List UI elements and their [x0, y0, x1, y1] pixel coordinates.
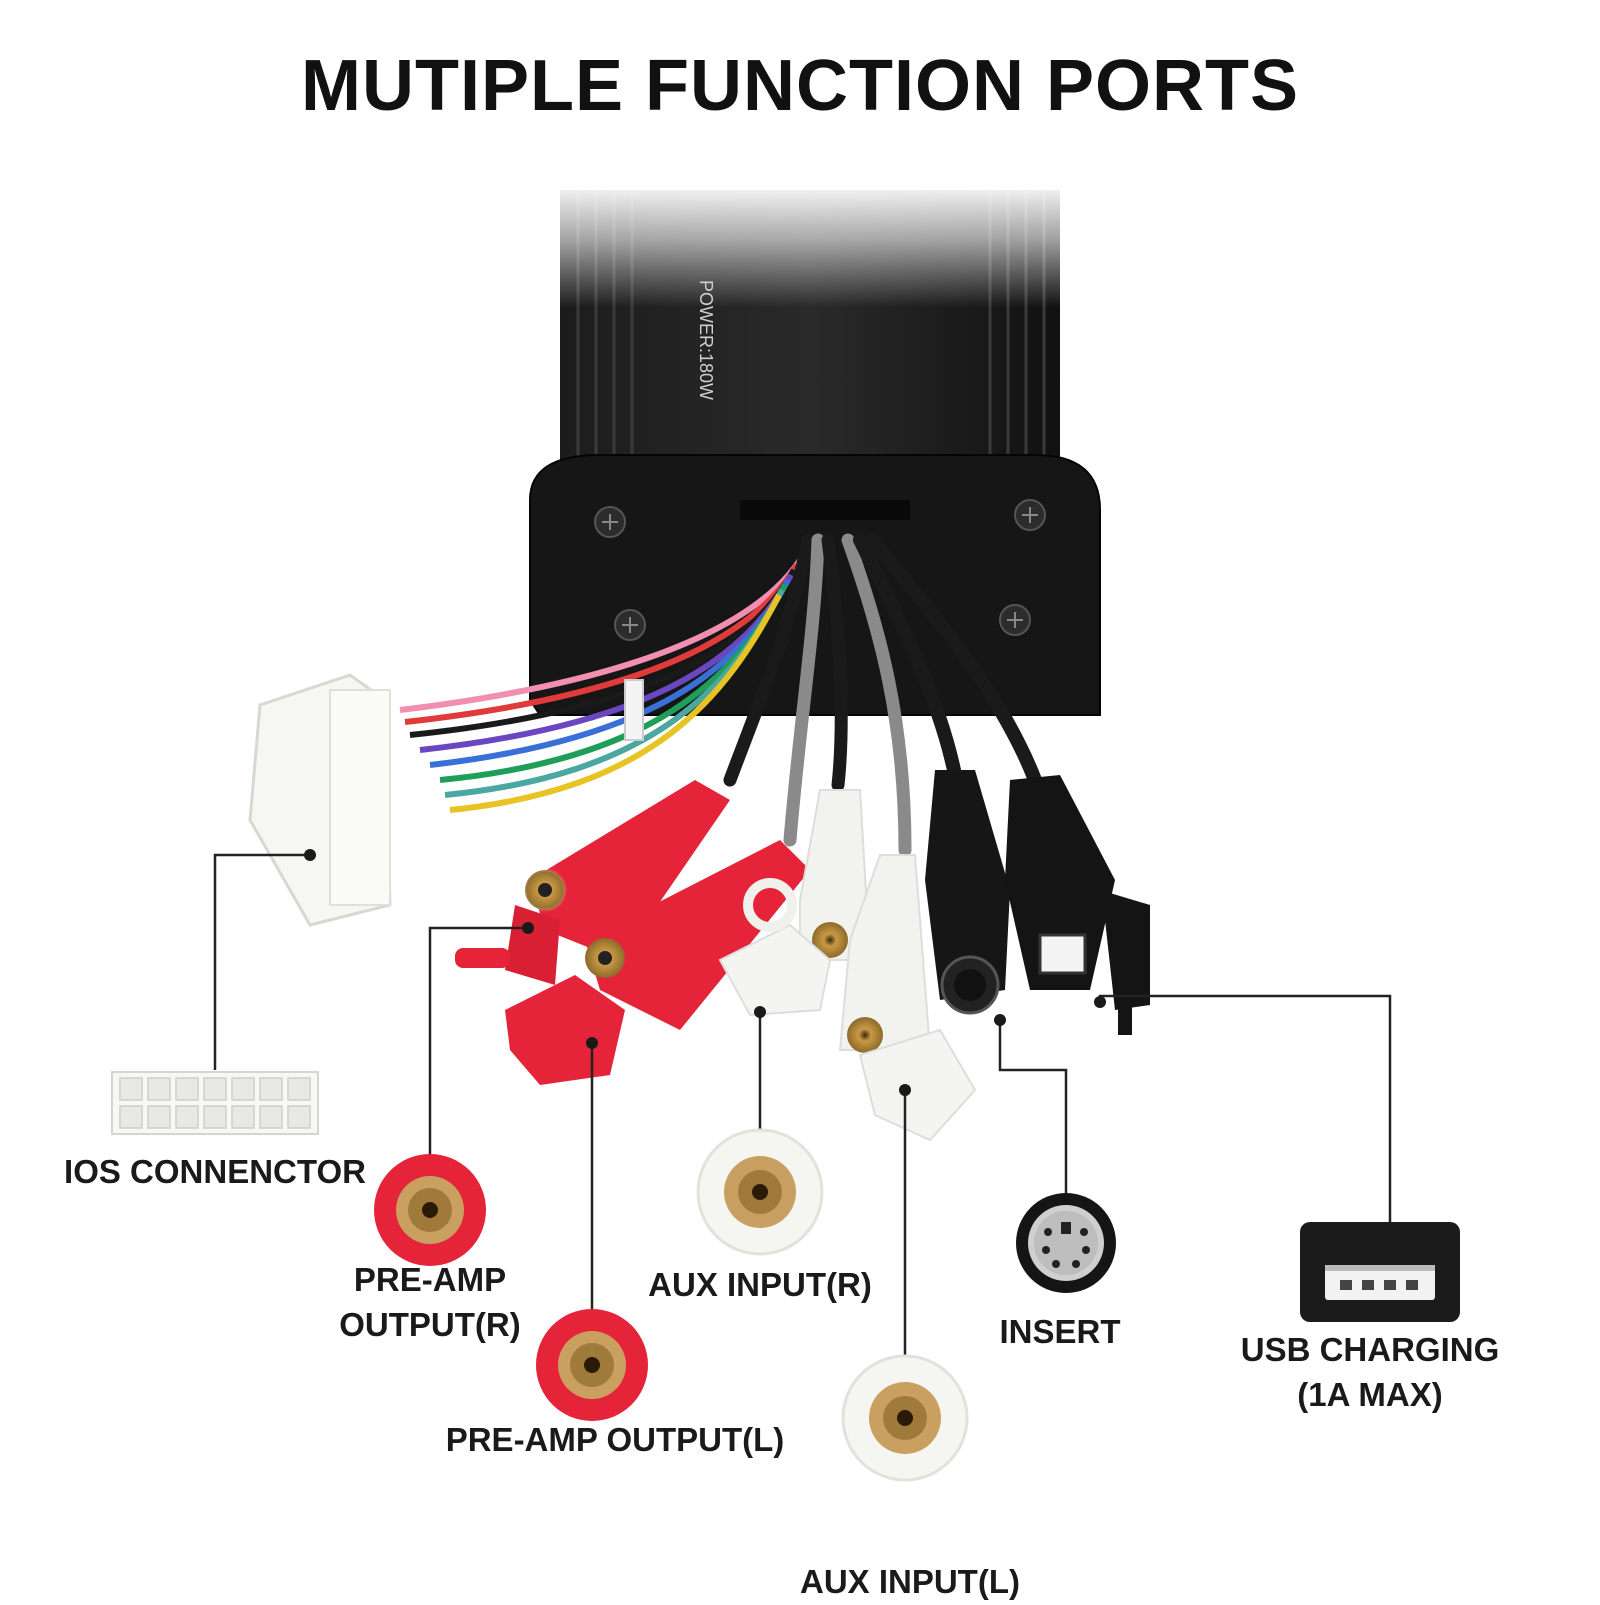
- pre-amp-output-l-label: PRE-AMP OUTPUT(L): [445, 1421, 785, 1458]
- aux-input-l-label: AUX INPUT(L): [800, 1563, 1020, 1600]
- usb-charging-label-line1: USB CHARGING: [1240, 1331, 1500, 1368]
- insert-label: INSERT: [999, 1313, 1121, 1350]
- usb-plug: [1005, 775, 1150, 1035]
- power-rating-text: POWER:180W: [696, 280, 716, 400]
- rca-white-right-face-icon: [696, 1128, 824, 1256]
- pre-amp-output-r-label-line1: PRE-AMP: [353, 1261, 507, 1298]
- signal-cables: [723, 533, 1042, 857]
- rca-white-right-plug: [718, 789, 872, 1017]
- rca-red-right-plug: [455, 780, 730, 985]
- pre-amp-output-r-label-line2: OUTPUT(R): [339, 1305, 521, 1343]
- pre-amp-output-r-label: PRE-AMP OUTPUT(R): [330, 1258, 530, 1347]
- callout-dots: [304, 849, 1106, 1096]
- rca-red-right-face-icon: [374, 1154, 486, 1266]
- ios-connector-label: IOS CONNENCTOR: [64, 1153, 366, 1190]
- ios-connector-face-icon: [111, 1071, 319, 1135]
- rca-red-left-face-icon: [536, 1309, 648, 1421]
- aux-input-r-label: AUX INPUT(R): [648, 1266, 872, 1303]
- usb-port-face-icon: [1300, 1222, 1460, 1322]
- wire-harness: [399, 558, 803, 813]
- ios-connector-plug: [248, 673, 392, 927]
- insert-mini-din-face-icon: [1016, 1193, 1116, 1293]
- usb-charging-label-line2: (1A MAX): [1297, 1375, 1443, 1413]
- page-title: MUTIPLE FUNCTION PORTS: [301, 46, 1299, 126]
- insert-mini-din-plug: [925, 770, 1010, 1015]
- usb-charging-label: USB CHARGING (1A MAX): [1230, 1328, 1510, 1417]
- rca-white-left-face-icon: [841, 1354, 969, 1482]
- rca-white-left-plug: [838, 854, 977, 1142]
